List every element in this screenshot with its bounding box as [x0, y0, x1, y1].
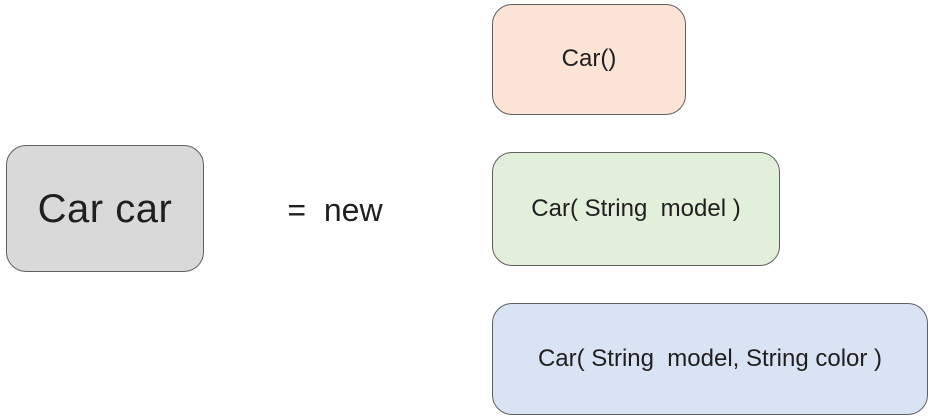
constructor-box-model: Car( String model ) [492, 152, 780, 266]
variable-declaration-label: Car car [37, 186, 173, 231]
variable-declaration-box: Car car [6, 145, 204, 272]
assignment-new-operator-text: = new [287, 191, 383, 228]
constructor-box-no-args: Car() [492, 4, 686, 115]
constructor-no-args-label: Car() [561, 45, 617, 73]
constructor-model-color-label: Car( String model, String color ) [537, 344, 883, 372]
constructor-box-model-color: Car( String model, String color ) [492, 303, 928, 415]
constructor-model-label: Car( String model ) [531, 194, 741, 222]
